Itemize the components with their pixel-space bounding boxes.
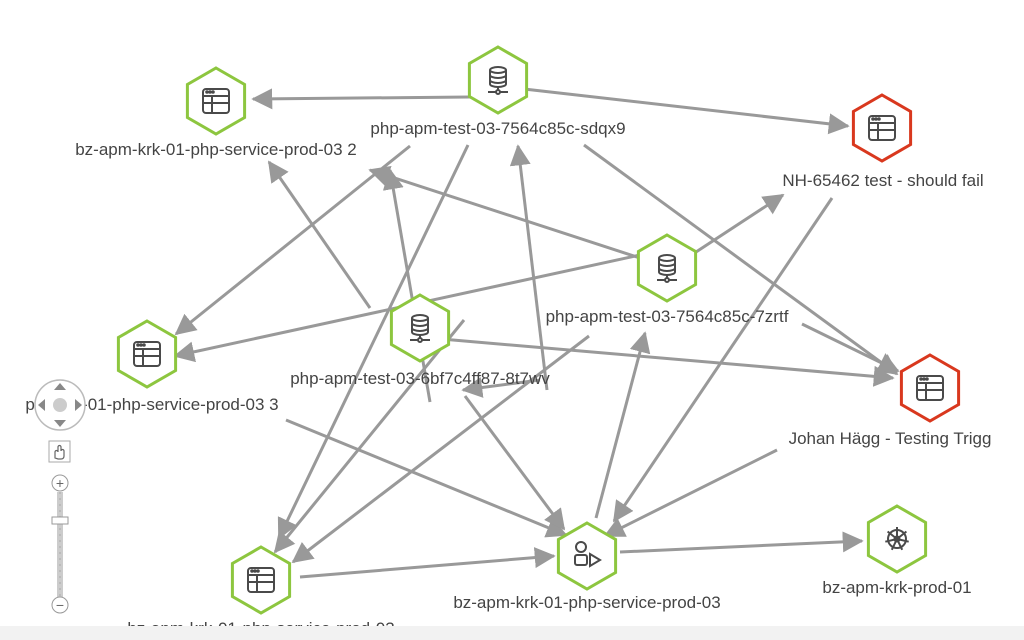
edge-arrow bbox=[429, 336, 895, 387]
web-service-icon bbox=[916, 375, 944, 401]
healthy-node-hexagon[interactable] bbox=[230, 545, 292, 615]
hand-tool-icon bbox=[54, 444, 65, 460]
edge-arrow bbox=[299, 547, 556, 579]
node-label: Johan Hägg - Testing Trigg bbox=[789, 429, 992, 448]
healthy-node-hexagon[interactable] bbox=[467, 45, 529, 115]
zoom-in-button[interactable]: + bbox=[51, 474, 69, 492]
web-service-icon bbox=[247, 567, 275, 593]
node-n11[interactable]: bz-apm-krk-01-php-service-prod-03 bbox=[127, 545, 395, 638]
edge-arrow bbox=[267, 160, 372, 309]
bottom-strip bbox=[0, 626, 1024, 640]
web-service-icon bbox=[202, 88, 230, 114]
pan-down-icon[interactable] bbox=[54, 420, 66, 427]
zoom-out-button[interactable]: − bbox=[51, 596, 69, 614]
zoom-out-icon: − bbox=[56, 597, 64, 613]
edge-arrow bbox=[619, 531, 864, 554]
pan-up-icon[interactable] bbox=[54, 383, 66, 390]
pan-left-icon[interactable] bbox=[38, 399, 45, 411]
app-service-icon bbox=[574, 541, 602, 568]
edge-arrow bbox=[583, 143, 899, 376]
hand-tool-button[interactable] bbox=[48, 440, 71, 463]
edge-arrow bbox=[594, 331, 651, 519]
web-service-icon bbox=[133, 341, 161, 367]
edge-arrow bbox=[368, 165, 641, 260]
node-label: php-apm-test-03-7564c85c-sdqx9 bbox=[370, 119, 625, 138]
nodes-layer: bz-apm-krk-01-php-service-prod-03 2 php-… bbox=[25, 45, 992, 638]
edge-arrow bbox=[291, 334, 590, 564]
edge-arrow bbox=[603, 448, 778, 538]
kubernetes-icon bbox=[885, 527, 909, 551]
healthy-node-hexagon[interactable] bbox=[636, 233, 698, 303]
edge-arrow bbox=[801, 322, 900, 373]
node-n9[interactable]: bz-apm-krk-01-php-service-prod-03 bbox=[453, 521, 721, 612]
edge-arrow bbox=[273, 319, 466, 554]
node-label: NH-65462 test - should fail bbox=[782, 171, 983, 190]
pan-center-icon[interactable] bbox=[53, 398, 67, 412]
pan-right-icon[interactable] bbox=[75, 399, 82, 411]
node-label: bz-apm-krk-prod-01 bbox=[822, 578, 971, 597]
node-label: bz-apm-krk-01-php-service-prod-03 bbox=[453, 593, 720, 612]
edge-arrow bbox=[523, 87, 850, 135]
edges-layer bbox=[173, 87, 900, 579]
node-n10[interactable]: bz-apm-krk-prod-01 bbox=[822, 504, 972, 597]
healthy-node-hexagon[interactable] bbox=[185, 66, 247, 136]
edge-arrow bbox=[251, 88, 471, 110]
healthy-node-hexagon[interactable] bbox=[389, 293, 451, 363]
edge-arrow bbox=[612, 197, 834, 523]
database-icon bbox=[657, 254, 677, 283]
edge-arrow bbox=[695, 193, 785, 254]
node-label: bz-apm-krk-01-php-service-prod-03 2 bbox=[75, 140, 357, 159]
edge-arrow bbox=[174, 144, 411, 336]
node-n5[interactable]: php-apm-test-03-7564c85c-7zrtf bbox=[546, 233, 789, 326]
node-label: php-apm-test-03-7564c85c-7zrtf bbox=[546, 307, 789, 326]
zoom-slider-handle[interactable] bbox=[51, 516, 69, 525]
node-n6[interactable]: php-apm-test-03-6bf7c4ff87-8t7wv bbox=[290, 293, 550, 388]
node-label: php-apm-test-03-6bf7c4ff87-8t7wv bbox=[290, 369, 550, 388]
database-icon bbox=[410, 314, 430, 343]
node-n3[interactable] bbox=[851, 93, 913, 163]
pan-control[interactable] bbox=[34, 379, 86, 431]
zoom-in-icon: + bbox=[56, 475, 64, 491]
database-icon bbox=[488, 66, 508, 95]
node-n7[interactable]: p -01-php-service-prod-03 3 bbox=[25, 319, 279, 414]
edge-arrow bbox=[509, 144, 549, 391]
map-controls: + − bbox=[34, 379, 86, 614]
critical-node-hexagon[interactable] bbox=[851, 93, 913, 163]
web-service-icon bbox=[868, 115, 896, 141]
node-label: p -01-php-service-prod-03 3 bbox=[25, 395, 278, 414]
critical-node-hexagon[interactable] bbox=[899, 353, 961, 423]
node-n2[interactable]: php-apm-test-03-7564c85c-sdqx9 bbox=[370, 45, 626, 138]
node-n4[interactable]: NH-65462 test - should fail bbox=[782, 171, 983, 190]
edge-arrow bbox=[463, 395, 566, 531]
healthy-node-hexagon[interactable] bbox=[116, 319, 178, 389]
node-n8[interactable]: Johan Hägg - Testing Trigg bbox=[789, 353, 992, 448]
edge-arrow bbox=[285, 418, 568, 538]
edge-arrow bbox=[277, 144, 470, 540]
edge-arrow bbox=[382, 168, 432, 403]
node-n1[interactable]: bz-apm-krk-01-php-service-prod-03 2 bbox=[75, 66, 357, 159]
zoom-slider[interactable] bbox=[51, 492, 69, 598]
